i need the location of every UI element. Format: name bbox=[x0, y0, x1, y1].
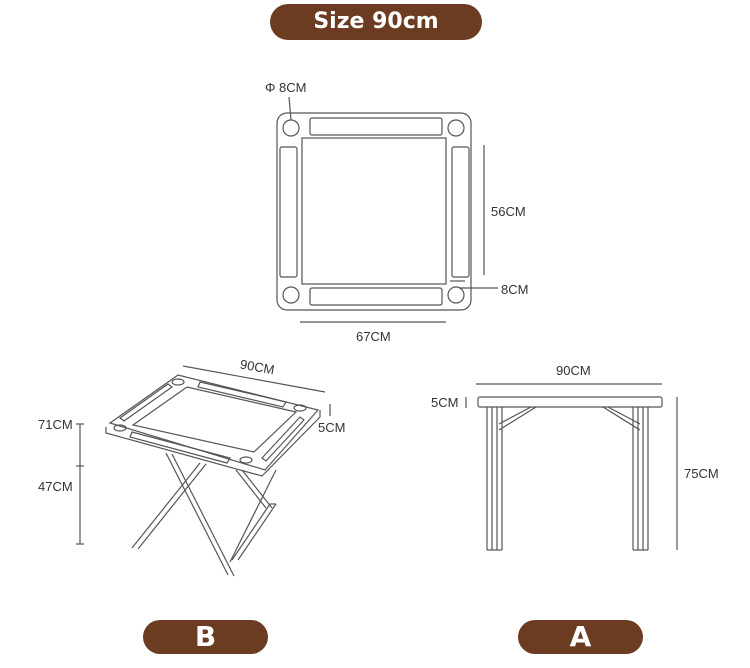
size-title-banner: Size 90cm bbox=[270, 4, 482, 40]
cup-holder-icon bbox=[447, 286, 465, 304]
cup-diameter-label: Φ 8CM bbox=[265, 80, 306, 95]
top-view-table bbox=[276, 112, 472, 311]
perspective-table bbox=[105, 374, 321, 577]
inner-width-label: 67CM bbox=[356, 329, 391, 344]
cup-holder-icon bbox=[447, 119, 465, 137]
cup-holder-icon bbox=[282, 119, 300, 137]
a-width-label: 90CM bbox=[556, 363, 591, 378]
view-b-label: B bbox=[143, 620, 268, 654]
inner-height-label: 56CM bbox=[491, 204, 526, 219]
rail-width-label: 8CM bbox=[501, 282, 528, 297]
a-height-label: 75CM bbox=[684, 466, 719, 481]
cup-diameter-leader bbox=[288, 96, 292, 121]
front-view-table bbox=[477, 396, 663, 551]
cup-holder-icon bbox=[282, 286, 300, 304]
a-thickness-label: 5CM bbox=[431, 395, 458, 410]
b-total-height-label: 71CM bbox=[38, 417, 73, 432]
b-width-label: 90CM bbox=[239, 357, 276, 378]
b-leg-height-label: 47CM bbox=[38, 479, 73, 494]
b-width-line bbox=[182, 365, 326, 393]
view-a-label: A bbox=[518, 620, 643, 654]
b-thickness-label: 5CM bbox=[318, 420, 345, 435]
